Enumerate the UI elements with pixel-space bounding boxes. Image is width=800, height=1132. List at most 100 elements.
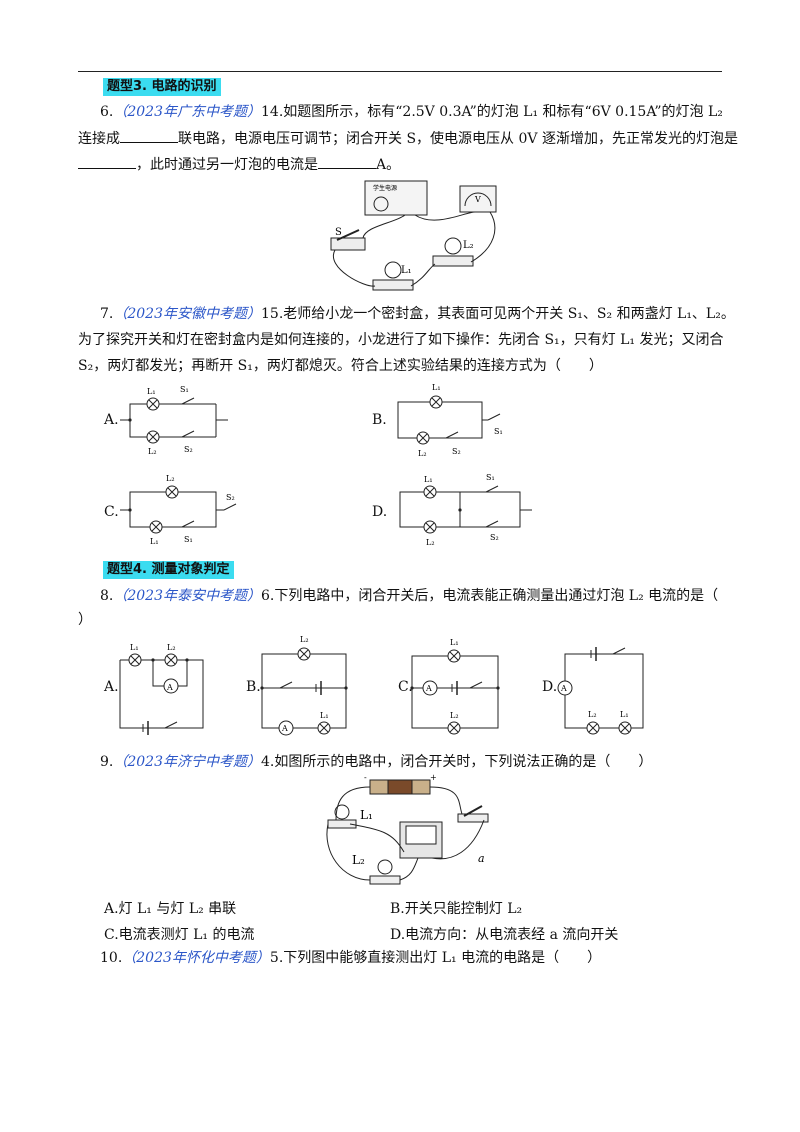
q6-text-3a: ，此时通过另一灯泡的电流是 (136, 157, 318, 173)
q9-option-c[interactable]: C.电流表测灯 L₁ 的电流 (104, 927, 255, 943)
label: S₁ (494, 427, 503, 436)
q8-option-d-circuit[interactable]: A L₂ L₁ (555, 640, 655, 740)
q8-number: 8. (100, 588, 114, 604)
q7-option-c-circuit[interactable]: L₂ S₂ L₁ S₁ (120, 470, 250, 550)
label: A (281, 724, 288, 733)
q9-lamp-l2-label: L₂ (352, 853, 365, 867)
label: S₁ (184, 535, 193, 544)
q7-option-d-label[interactable]: D. (372, 504, 388, 520)
q9-wire-a-label: a (478, 852, 485, 865)
q6-line-1: 6.（2023年广东中考题）14.如题图所示，标有“2.5V 0.3A”的灯泡 … (100, 102, 723, 122)
q9-lamp-l2-icon (377, 859, 393, 875)
q6-text-1: 14.如题图所示，标有“2.5V 0.3A”的灯泡 L₁ 和标有“6V 0.15… (261, 104, 723, 120)
q9-option-d[interactable]: D.电流方向：从电流表经 a 流向开关 (390, 927, 619, 943)
voltmeter-box (459, 185, 497, 213)
q6-circuit-figure: 学生电源 V S L₁ L₂ (330, 180, 497, 291)
label: L₁ (320, 711, 329, 720)
switch-label: S (335, 227, 342, 238)
q7-option-b-circuit[interactable]: L₁ S₁ L₂ S₂ (390, 380, 520, 460)
q6-source: （2023年广东中考题） (113, 104, 261, 120)
q9-number: 9. (100, 754, 114, 770)
q7-line-3: S₂，两灯都发光；再断开 S₁，两灯都熄灭。符合上述实验结果的连接方式为（ ） (78, 358, 603, 374)
q9-line-1: 9.（2023年济宁中考题）4.如图所示的电路中，闭合开关时，下列说法正确的是（… (100, 752, 652, 772)
q6-text-2b: 联电路，电源电压可调节；闭合开关 S，使电源电压从 0V 逐渐增加，先正常发光的… (178, 131, 738, 147)
battery-minus-label: - (364, 773, 367, 782)
label: S₂ (226, 493, 235, 502)
top-rule (78, 71, 722, 72)
label: L₂ (167, 643, 176, 652)
q6-line-3: ，此时通过另一灯泡的电流是 A。 (78, 154, 400, 175)
power-knob-icon (373, 196, 389, 212)
q6-number: 6. (100, 104, 114, 120)
q8-option-c-label[interactable]: C. (398, 679, 413, 695)
q7-source: （2023年安徽中考题） (113, 306, 261, 322)
label: L₂ (166, 474, 175, 483)
label: L₂ (300, 635, 309, 644)
power-supply-label: 学生电源 (373, 184, 397, 192)
q6-text-3b: A。 (376, 157, 401, 173)
label: L₂ (588, 710, 597, 719)
label: L₁ (432, 383, 441, 392)
q9-text-1: 4.如图所示的电路中，闭合开关时，下列说法正确的是（ ） (261, 754, 653, 770)
lamp-l1-icon (384, 261, 402, 279)
q8-line-1: 8.（2023年泰安中考题）6.下列电路中，闭合开关后，电流表能正确测量出通过灯… (100, 586, 718, 606)
q9-circuit-figure: L₁ L₂ a - + (326, 773, 489, 885)
label: S₂ (490, 533, 499, 542)
q7-option-a-label[interactable]: A. (104, 412, 119, 428)
label: L₁ (450, 638, 459, 647)
q7-option-c-label[interactable]: C. (104, 504, 119, 520)
q6-blank-3[interactable] (318, 154, 376, 169)
label: A (166, 683, 173, 692)
q9-lamp-l1-icon (334, 804, 350, 820)
q6-blank-2[interactable] (78, 154, 136, 169)
label: L₂ (418, 449, 427, 458)
q7-option-b-label[interactable]: B. (372, 412, 387, 428)
q7-line-2: 为了探究开关和灯在密封盒内是如何连接的，小龙进行了如下操作：先闭合 S₁，只有灯… (78, 332, 724, 348)
label: L₁ (130, 643, 139, 652)
q8-source: （2023年泰安中考题） (113, 588, 261, 604)
q10-text-1: 5.下列图中能够直接测出灯 L₁ 电流的电路是（ ） (269, 950, 602, 966)
lamp-l2-label: L₂ (463, 240, 474, 251)
q8-option-a-label[interactable]: A. (104, 679, 119, 695)
q8-text-1: 6.下列电路中，闭合开关后，电流表能正确测量出通过灯泡 L₂ 电流的是（ (261, 588, 719, 604)
label: S₁ (180, 385, 189, 394)
label: L₁ (147, 387, 156, 396)
q7-text-1: 15.老师给小龙一个密封盒，其表面可见两个开关 S₁、S₂ 和两盏灯 L₁、L₂… (261, 306, 735, 322)
switch-base (330, 237, 366, 251)
q7-number: 7. (100, 306, 114, 322)
q9-switch-base (457, 813, 489, 823)
label: S₁ (486, 473, 495, 482)
q10-source: （2023年怀化中考题） (122, 950, 270, 966)
label: L₁ (424, 475, 433, 484)
q9-option-a[interactable]: A.灯 L₁ 与灯 L₂ 串联 (104, 901, 237, 917)
q10-number: 10. (100, 950, 123, 966)
label: L₁ (620, 710, 629, 719)
lamp-l1-label: L₁ (401, 265, 412, 276)
label: A (425, 684, 432, 693)
q9-lamp-l1-label: L₁ (360, 808, 373, 822)
q10-line-1: 10.（2023年怀化中考题）5.下列图中能够直接测出灯 L₁ 电流的电路是（ … (100, 948, 601, 968)
label: L₂ (450, 711, 459, 720)
q9-source: （2023年济宁中考题） (113, 754, 261, 770)
q9-option-b[interactable]: B.开关只能控制灯 L₂ (390, 901, 523, 917)
q8-option-b-label[interactable]: B. (246, 679, 261, 695)
q8-option-b-circuit[interactable]: L₂ A L₁ (258, 630, 358, 738)
q7-option-d-circuit[interactable]: L₁ S₁ L₂ S₂ (392, 470, 537, 550)
label: S₂ (184, 445, 193, 454)
q7-option-a-circuit[interactable]: L₁ S₁ L₂ S₂ (120, 380, 240, 460)
q6-blank-1[interactable] (120, 128, 178, 143)
q7-line-1: 7.（2023年安徽中考题）15.老师给小龙一个密封盒，其表面可见两个开关 S₁… (100, 304, 735, 324)
label: S₂ (452, 447, 461, 456)
q8-option-d-label[interactable]: D. (542, 679, 558, 695)
label: L₂ (148, 447, 157, 456)
lamp-l2-icon (444, 237, 462, 255)
power-supply-box (364, 180, 428, 216)
section-title-4: 题型4. 测量对象判定 (103, 561, 234, 579)
voltmeter-label: V (474, 195, 481, 204)
q8-option-c-circuit[interactable]: L₁ A L₂ (408, 630, 508, 738)
q8-line-2: ） (78, 612, 92, 628)
q8-option-a-circuit[interactable]: A L₁ L₂ (115, 636, 215, 736)
label: L₁ (150, 537, 159, 546)
q6-text-2a: 连接成 (78, 131, 120, 147)
q6-line-2: 连接成 联电路，电源电压可调节；闭合开关 S，使电源电压从 0V 逐渐增加，先正常… (78, 128, 738, 149)
